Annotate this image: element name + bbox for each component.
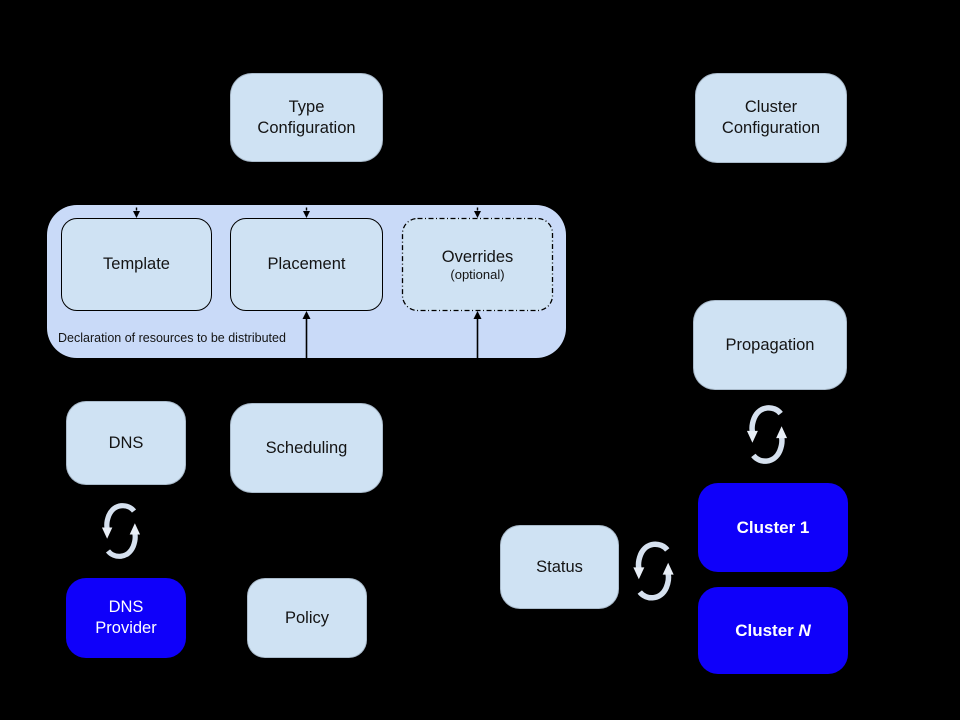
scheduling-label: Scheduling [265, 438, 348, 457]
policy-label: Policy [284, 608, 329, 627]
propagation-label: Propagation [725, 335, 815, 354]
node-type-configuration: Type Configuration [230, 73, 383, 162]
propagation-cluster-sync-icon [746, 405, 788, 464]
node-dns: DNS [66, 401, 186, 485]
type-configuration-label: Type Configuration [257, 97, 356, 137]
cluster-1-label: Cluster 1 [736, 517, 810, 537]
dns-sync-icon [101, 503, 141, 559]
node-template: Template [61, 218, 212, 311]
node-cluster-configuration: Cluster Configuration [695, 73, 847, 163]
node-cluster-n: Cluster N [698, 587, 848, 674]
dns-provider-label: DNS Provider [95, 598, 157, 637]
node-propagation: Propagation [693, 300, 847, 390]
cluster-n-suffix: N [798, 620, 811, 640]
dns-label: DNS [108, 433, 144, 452]
node-scheduling: Scheduling [230, 403, 383, 493]
cluster-n-label: Cluster N [735, 620, 811, 642]
placement-label: Placement [267, 255, 346, 274]
resource-declaration-caption: Declaration of resources to be distribut… [58, 331, 286, 345]
overrides-optional-label: (optional) [450, 266, 505, 282]
status-label: Status [536, 557, 583, 576]
overrides-label: Overrides (optional) [442, 226, 514, 304]
node-policy: Policy [247, 578, 367, 658]
cluster-n-prefix: Cluster [735, 620, 799, 640]
node-cluster-1: Cluster 1 [698, 483, 848, 572]
node-status: Status [500, 525, 619, 609]
template-label: Template [103, 255, 170, 274]
overrides-title: Overrides [441, 247, 514, 266]
cluster-configuration-label: Cluster Configuration [721, 98, 821, 137]
node-placement: Placement [230, 218, 383, 311]
node-dns-provider: DNS Provider [66, 578, 186, 658]
node-overrides: Overrides (optional) [402, 218, 553, 311]
status-cluster-sync-icon [633, 541, 674, 601]
